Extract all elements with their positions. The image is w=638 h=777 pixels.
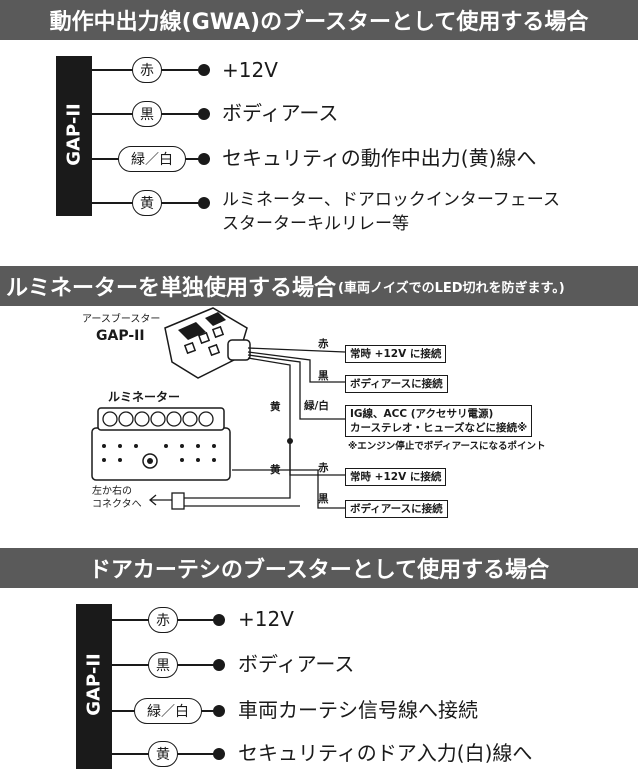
section3-wire4-dot [213,748,225,760]
section3-wire2-dot [213,659,225,671]
ig-note: ※エンジン停止でボディアースになるポイント [348,441,546,452]
section1-wire2-dot [198,108,210,120]
box-ig-line1: IG線、ACC (アクセサリ電源) [350,408,494,420]
wire-greenwhite-label: 緑/白 [304,400,329,412]
section1-title-banner: 動作中出力線(GWA)のブースターとして使用する場合 [0,0,638,40]
section1-wire2-label: ボディアース [222,101,339,125]
box-12v-2: 常時 +12V に接続 [345,468,447,486]
section2-title-banner: ルミネーターを単独使用する場合 (車両ノイズでのLED切れを防ぎます。) [0,266,638,306]
section1-wire1-color: 赤 [132,57,162,83]
section1-device-label: GAP-II [63,103,85,166]
section3-device-label: GAP-II [83,653,105,716]
section1-wire2-color: 黒 [132,101,162,127]
section3-wire4-label: セキュリティのドア入力(白)線へ [238,741,533,765]
section3-wire2-color: 黒 [148,652,178,678]
section3-wire1-dot [213,614,225,626]
section3-wire2-label: ボディアース [238,652,355,676]
section1-wire4-label: ルミネーター、ドアロックインターフェース [222,190,560,210]
box-earth-1: ボディアースに接続 [345,375,448,393]
section3-wire3-color: 緑／白 [134,698,202,724]
connector-plug-icon [148,492,185,510]
section1-wire4-color: 黄 [132,190,162,216]
luminator-title: ルミネーター [108,390,181,404]
box-ig: IG線、ACC (アクセサリ電源) カーステレオ・ヒューズなどに接続※ [345,405,533,437]
section1-title: 動作中出力線(GWA)のブースターとして使用する場合 [49,10,589,35]
section3-wire1-label: +12V [238,607,294,631]
box-earth-2: ボディアースに接続 [345,500,448,518]
section3-wire4-color: 黄 [148,741,178,767]
section2-subtitle: (車両ノイズでのLED切れを防ぎます。) [338,280,565,296]
wire-black-1-label: 黒 [318,370,329,382]
wire-red-1-label: 赤 [318,338,329,350]
section1-wire4-label2: スターターキルリレー等 [222,214,409,234]
wire-yellow-2-label: 黄 [270,464,281,476]
booster-device-icon [164,307,251,379]
wire-yellow-1-label: 黄 [270,401,281,413]
section3-wire1-color: 赤 [148,607,178,633]
section1-wire3-label: セキュリティの動作中出力(黄)線へ [222,146,537,170]
section1-wire4-dot [198,197,210,209]
section3-device-bar [76,604,112,769]
section1-wire3-dot [198,153,210,165]
section1-wire1-dot [198,64,210,76]
box-ig-line2: カーステレオ・ヒューズなどに接続※ [350,422,528,434]
wire-black-2-label: 黒 [318,493,329,505]
booster-name: GAP-II [96,328,145,344]
section2-title: ルミネーターを単独使用する場合 [6,276,337,301]
section3-wire3-dot [213,705,225,717]
section1-wire1-label: +12V [222,58,278,82]
section2-wires-svg [91,307,346,510]
booster-caption: アースブースター [82,314,161,325]
left-connector-label2: コネクタへ [92,499,142,510]
left-connector-label: 左か右の [92,486,132,497]
box-12v-1: 常時 +12V に接続 [345,345,447,363]
section3-wire3-label: 車両カーテシ信号線へ接続 [238,698,478,722]
section1-wire3-color: 緑／白 [118,146,186,172]
luminator-device-icon [91,407,231,481]
section1-device-bar [56,56,92,216]
section3-title: ドアカーテシのブースターとして使用する場合 [88,558,550,583]
wire-red-2-label: 赤 [318,462,329,474]
section3-title-banner: ドアカーテシのブースターとして使用する場合 [0,548,638,588]
